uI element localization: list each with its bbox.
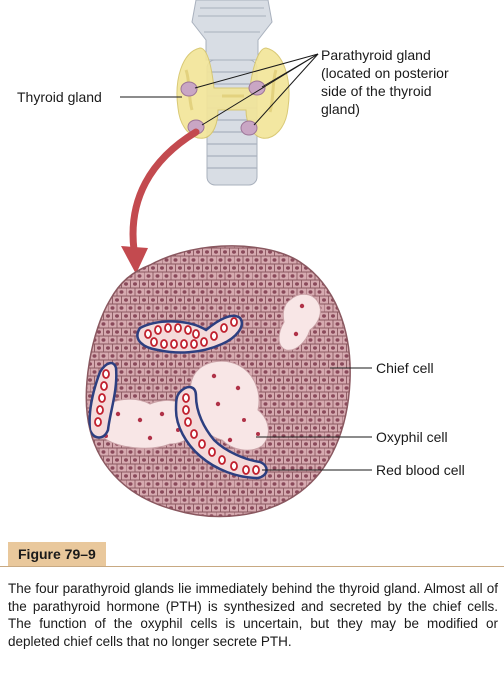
thyroid-gland-label: Thyroid gland [17, 89, 102, 105]
svg-text:gland): gland) [321, 101, 360, 117]
red-blood-cell-label: Red blood cell [376, 462, 465, 478]
parathyroid-gland-upper-left [180, 81, 198, 97]
chief-cell-label: Chief cell [376, 360, 434, 376]
svg-text:Parathyroid gland: Parathyroid gland [321, 47, 431, 63]
red-blood-cells [94, 317, 260, 475]
parathyroid-gland-lower-right [240, 120, 258, 136]
tissue-section [85, 245, 372, 518]
oxyphil-nuclei [104, 303, 305, 443]
oxyphil-cell-label: Oxyphil cell [376, 429, 448, 445]
parathyroid-illustration: Thyroid gland Parathyroid gland (located… [17, 0, 465, 518]
parathyroid-gland-label: Parathyroid gland (located on posterior … [321, 47, 449, 117]
parathyroid-leader-lines [194, 53, 319, 126]
oxyphil-cells [94, 293, 321, 451]
thyroid-gland [176, 47, 290, 139]
magnification-arrow [121, 128, 200, 274]
svg-text:(located on posterior: (located on posterior [321, 65, 449, 81]
arrow-head [121, 246, 148, 274]
thyroid-diagram [120, 0, 319, 186]
figure-caption: The four parathyroid glands lie immediat… [8, 581, 498, 649]
figure-rule [0, 566, 504, 567]
svg-text:side of the thyroid: side of the thyroid [321, 83, 432, 99]
parathyroid-gland-upper-right [248, 80, 266, 96]
figure-title: Figure 79–9 [8, 542, 106, 566]
